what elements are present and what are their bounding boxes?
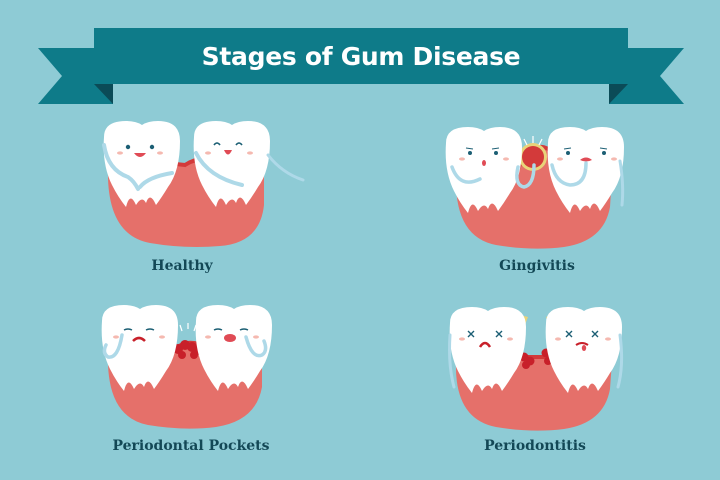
stage-label-healthy: Healthy <box>151 258 213 274</box>
page-title: Stages of Gum Disease <box>201 41 521 71</box>
tooth-right <box>547 127 625 213</box>
stage-panel-periodontal-pockets: Periodontal Pockets <box>90 295 290 460</box>
floss-strand <box>266 153 305 182</box>
stage-label-periodontitis: Periodontitis <box>484 438 586 454</box>
stage-panel-gingivitis: Gingivitis <box>440 115 640 280</box>
ribbon-left-fold <box>94 84 113 104</box>
tooth-right <box>545 307 624 393</box>
stage-label-periodontal-pockets: Periodontal Pockets <box>112 438 270 454</box>
healthy-teeth-illustration <box>102 121 305 247</box>
title-ribbon <box>38 28 684 104</box>
periodontitis-teeth-illustration <box>448 307 624 431</box>
tooth-right <box>195 305 272 391</box>
gingivitis-teeth-illustration <box>445 127 625 249</box>
stage-panel-periodontitis: Periodontitis <box>440 295 640 460</box>
stage-panel-healthy: Healthy <box>90 115 330 280</box>
tooth-left <box>101 305 178 391</box>
stage-label-gingivitis: Gingivitis <box>499 258 575 274</box>
tooth-right <box>193 121 270 207</box>
ribbon-right-fold <box>609 84 628 104</box>
tooth-left <box>448 307 526 393</box>
periodontal-pockets-teeth-illustration <box>101 305 272 429</box>
ribbon-main-band <box>94 28 628 84</box>
tooth-left <box>102 121 180 207</box>
tooth-left <box>445 127 536 213</box>
